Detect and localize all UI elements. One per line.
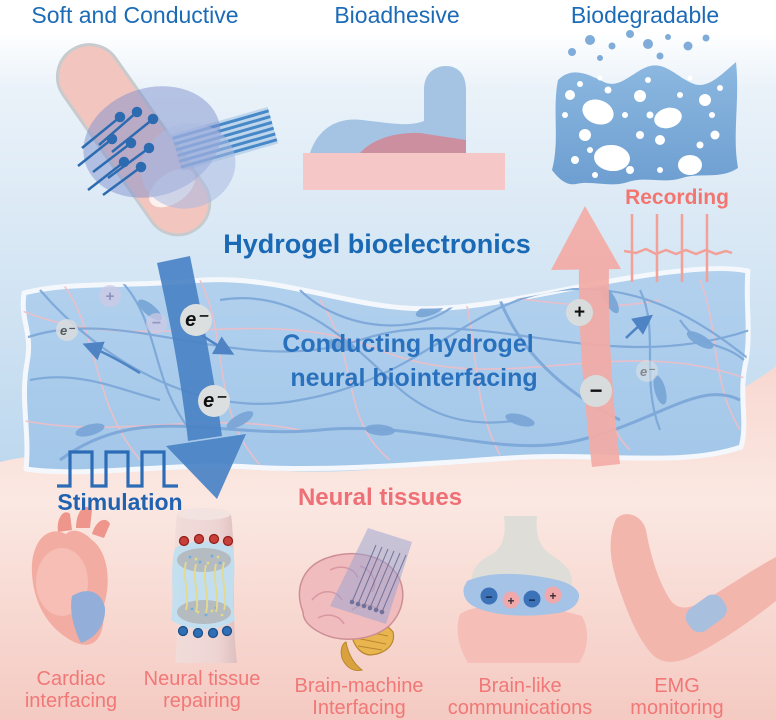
app-label-line: communications [447, 697, 593, 719]
app-label-line: EMG [654, 675, 700, 697]
synapse-illustration: − + − + [457, 516, 588, 663]
regrowing-axons [183, 561, 227, 614]
app-label-line: Brain-machine [294, 675, 424, 697]
emg-patch [685, 594, 727, 633]
recording-signal-icon [623, 214, 733, 282]
emg-arm-illustration [610, 514, 776, 662]
electron-icon-large-2: e⁻ [198, 385, 230, 417]
synapse-minus-1: − [485, 590, 492, 604]
app-label-line: monitoring [630, 697, 724, 719]
stimulation-label: Stimulation [57, 489, 183, 515]
plus-electrode-icon: + [566, 299, 593, 326]
band-title-line2: neural biointerfacing [290, 364, 538, 392]
app-label-line: Interfacing [312, 697, 406, 719]
app-label-brain-like: Brain-like communications [448, 675, 593, 719]
app-label-cardiac: Cardiac interfacing [25, 668, 117, 712]
main-title: Hydrogel bioelectronics [223, 229, 531, 259]
electron-icon-small-right: e⁻ [636, 360, 658, 382]
app-label-line: Neural tissue [143, 668, 261, 690]
nerve-repair-illustration [171, 508, 237, 663]
brain-illustration [298, 528, 412, 671]
wrist-device-illustration [55, 43, 279, 237]
app-label-line: Brain-like [478, 675, 562, 697]
minus-charge-icon: − [146, 313, 167, 334]
heart-illustration [31, 506, 110, 645]
bioadhesive-illustration [303, 66, 505, 190]
synapse-minus-2: − [528, 593, 535, 607]
ecog-array-sheet [330, 528, 412, 624]
biodegradable-illustration [552, 30, 738, 185]
header-soft-conductive: Soft and Conductive [31, 2, 239, 28]
app-label-emg: EMG monitoring [630, 675, 723, 719]
synapse-plus-1: + [507, 594, 514, 608]
header-bioadhesive: Bioadhesive [334, 2, 460, 28]
electrode-traces [77, 106, 159, 197]
app-label-line: interfacing [24, 690, 118, 712]
recording-label: Recording [625, 186, 729, 209]
stimulation-waveform-icon [57, 450, 178, 488]
app-label-brain-machine: Brain-machine Interfacing [295, 675, 424, 719]
app-label-line: repairing [163, 690, 241, 712]
neural-tissues-label: Neural tissues [297, 484, 463, 511]
synapse-plus-2: + [549, 589, 556, 603]
app-label-neural-repair: Neural tissue repairing [144, 668, 261, 712]
plus-charge-icon: + [99, 285, 121, 307]
degradation-holes [562, 75, 723, 178]
cardiac-patch [71, 591, 106, 643]
header-biodegradable: Biodegradable [570, 2, 720, 28]
band-title-line1: Conducting hydrogel [282, 330, 534, 358]
minus-electrode-icon: − [580, 375, 612, 407]
electron-icon-small-left: e⁻ [56, 319, 78, 341]
app-label-line: Cardiac [36, 668, 106, 690]
electron-icon-large-1: e⁻ [180, 304, 212, 336]
